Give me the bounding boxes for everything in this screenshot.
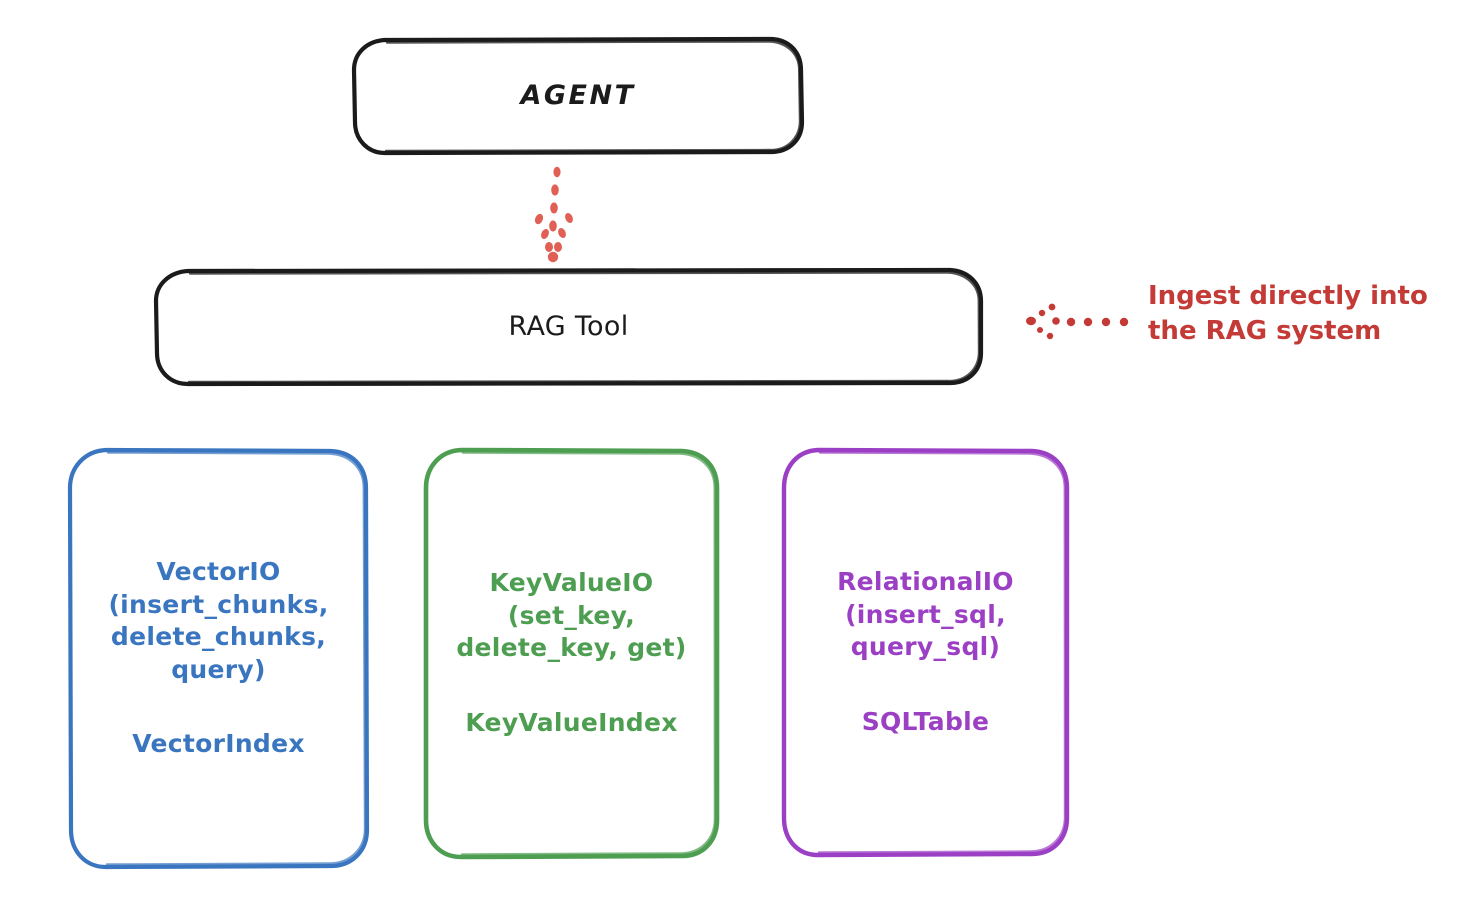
node-key-value-io-index-label: KeyValueIndex — [465, 707, 678, 737]
node-relational-io-label: RelationalIO (insert_sql, query_sql) — [837, 567, 1014, 661]
node-relational-io[interactable]: RelationalIO (insert_sql, query_sql) SQL… — [784, 449, 1067, 855]
node-rag-tool[interactable]: RAG Tool — [155, 270, 982, 384]
node-relational-io-table-label: SQLTable — [861, 706, 990, 736]
node-key-value-io[interactable]: KeyValueIO (set_key, delete_key, get) Ke… — [426, 449, 717, 857]
connector-ingest-to-rag-tool — [1026, 303, 1129, 340]
node-vector-io[interactable]: VectorIO (insert_chunks, delete_chunks, … — [70, 449, 367, 868]
node-vector-io-label: VectorIO (insert_chunks, delete_chunks, … — [108, 557, 329, 684]
annotation-ingest: Ingest directly into the RAG system — [1148, 281, 1428, 347]
connector-agent-to-rag-tool — [534, 166, 573, 263]
node-key-value-io-label: KeyValueIO (set_key, delete_key, get) — [456, 568, 687, 662]
node-agent-label: AGENT — [520, 80, 636, 112]
node-rag-tool-label: RAG Tool — [508, 311, 629, 343]
node-agent[interactable]: AGENT — [354, 38, 802, 154]
node-vector-io-index-label: VectorIndex — [132, 729, 305, 759]
